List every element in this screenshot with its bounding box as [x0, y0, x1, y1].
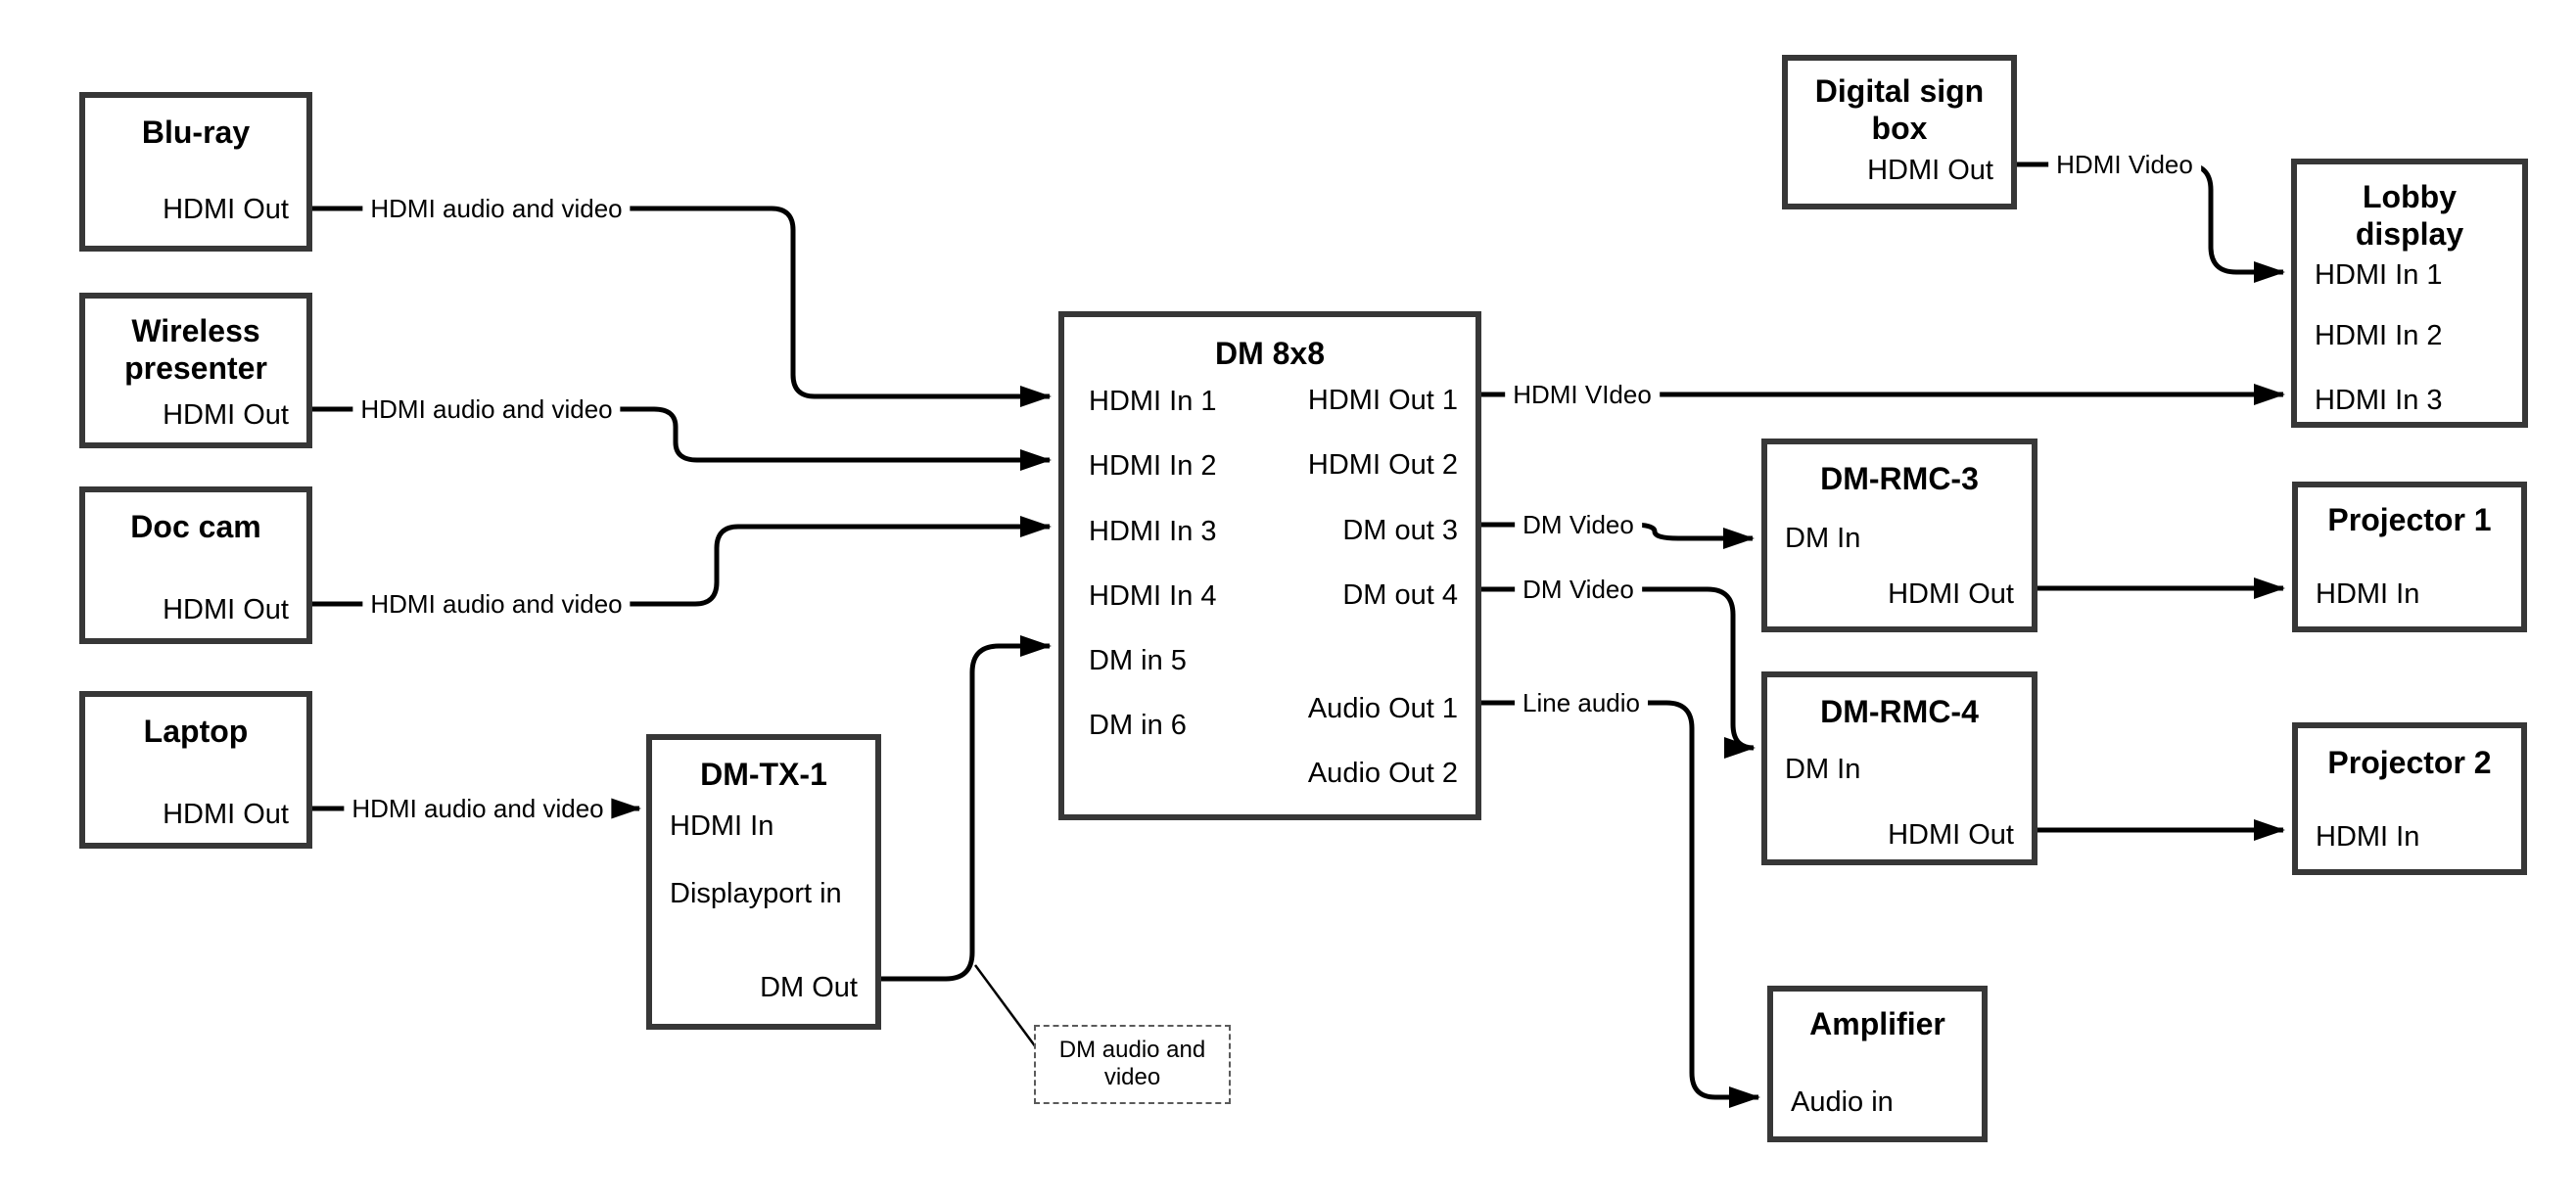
- wire-label-laptop-hdmi-av: HDMI audio and video: [344, 793, 612, 824]
- node-wireless-title-line1: Wireless: [131, 313, 260, 348]
- port-dmtx1-hdmi-in: HDMI In: [670, 810, 774, 842]
- wire-label-bluray-hdmi-av: HDMI audio and video: [362, 193, 631, 224]
- port-lobby-hdmi-in-3: HDMI In 3: [2315, 385, 2443, 416]
- node-laptop: Laptop HDMI Out: [79, 691, 312, 849]
- node-amplifier: Amplifier Audio in: [1767, 986, 1988, 1142]
- wire-label-dm-video-out4: DM Video: [1515, 574, 1642, 605]
- node-proj2-title: Projector 2: [2327, 745, 2492, 780]
- node-bluray-title: Blu-ray: [141, 115, 251, 150]
- port-dm8x8-audio-out-2: Audio Out 2: [1307, 758, 1458, 789]
- node-doccam-title: Doc cam: [130, 509, 261, 544]
- port-proj1-hdmi-in: HDMI In: [2316, 578, 2420, 610]
- port-dm8x8-hdmi-in-3: HDMI In 3: [1089, 516, 1217, 547]
- node-digitalsign-title: Digital sign box: [1788, 72, 2011, 147]
- node-rmc3-title: DM-RMC-3: [1820, 461, 1979, 496]
- port-dm8x8-hdmi-in-2: HDMI In 2: [1089, 450, 1217, 482]
- port-dm8x8-hdmi-in-4: HDMI In 4: [1089, 580, 1217, 612]
- port-bluray-hdmi-out: HDMI Out: [163, 194, 289, 225]
- annotation-line2: video: [1103, 1064, 1161, 1090]
- port-rmc3-dm-in: DM In: [1785, 523, 1861, 554]
- annotation-line1: DM audio and: [1058, 1037, 1206, 1063]
- port-doccam-hdmi-out: HDMI Out: [163, 594, 289, 625]
- node-lobby-title-line2: display: [2355, 216, 2464, 252]
- port-dm8x8-dm-out-3: DM out 3: [1342, 515, 1458, 546]
- wire-label-hdmi-video-out1: HDMI VIdeo: [1505, 379, 1660, 410]
- wire-dm8x8-out4-to-rmc4: [1481, 586, 1756, 759]
- node-wireless-title: Wireless presenter: [85, 312, 306, 387]
- node-bluray: Blu-ray HDMI Out: [79, 92, 312, 252]
- port-dm8x8-dm-in-6: DM in 6: [1089, 710, 1187, 741]
- port-digitalsign-hdmi-out: HDMI Out: [1867, 155, 1993, 186]
- port-proj2-hdmi-in: HDMI In: [2316, 821, 2420, 853]
- node-dm-8x8: DM 8x8 HDMI In 1 HDMI In 2 HDMI In 3 HDM…: [1058, 311, 1481, 820]
- port-rmc4-dm-in: DM In: [1785, 754, 1861, 785]
- port-laptop-hdmi-out: HDMI Out: [163, 799, 289, 830]
- port-dmtx1-displayport-in: Displayport in: [670, 878, 842, 909]
- node-wireless-presenter: Wireless presenter HDMI Out: [79, 293, 312, 448]
- node-proj1-title: Projector 1: [2327, 502, 2492, 537]
- port-dmtx1-dm-out: DM Out: [760, 972, 858, 1003]
- port-dm8x8-hdmi-out-2: HDMI Out 2: [1307, 449, 1458, 481]
- port-rmc3-hdmi-out: HDMI Out: [1888, 578, 2014, 610]
- port-rmc4-hdmi-out: HDMI Out: [1888, 819, 2014, 851]
- port-wireless-hdmi-out: HDMI Out: [163, 399, 289, 431]
- node-lobby-title-line1: Lobby: [2363, 179, 2457, 214]
- wire-label-dm-video-out3: DM Video: [1515, 509, 1642, 540]
- wire-label-doccam-hdmi-av: HDMI audio and video: [362, 588, 631, 620]
- annotation-callout-line: [973, 964, 1038, 1048]
- node-digital-sign-box: Digital sign box HDMI Out: [1782, 55, 2017, 209]
- node-doc-cam: Doc cam HDMI Out: [79, 486, 312, 644]
- wire-dmtx1-dmout-to-dm8x8-in5: [879, 635, 1052, 982]
- node-digitalsign-title-line2: box: [1871, 111, 1928, 146]
- port-lobby-hdmi-in-1: HDMI In 1: [2315, 259, 2443, 291]
- port-dm8x8-dm-in-5: DM in 5: [1089, 645, 1187, 676]
- node-rmc4-title: DM-RMC-4: [1820, 694, 1979, 729]
- node-dm-tx-1: DM-TX-1 HDMI In Displayport in DM Out: [646, 734, 881, 1030]
- annotation-dm-audio-video: DM audio and video: [1034, 1025, 1231, 1104]
- port-dm8x8-hdmi-out-1: HDMI Out 1: [1307, 385, 1458, 416]
- port-dm8x8-hdmi-in-1: HDMI In 1: [1089, 386, 1217, 417]
- port-dm8x8-audio-out-1: Audio Out 1: [1307, 693, 1458, 724]
- node-projector-2: Projector 2 HDMI In: [2292, 722, 2527, 875]
- node-wireless-title-line2: presenter: [124, 350, 267, 386]
- wire-digitalsign-to-lobby-in1: [2017, 162, 2285, 283]
- node-dmtx1-title: DM-TX-1: [700, 757, 827, 792]
- node-lobby-display: Lobby display HDMI In 1 HDMI In 2 HDMI I…: [2291, 159, 2528, 428]
- port-amplifier-audio-in: Audio in: [1791, 1086, 1894, 1118]
- wire-label-wireless-hdmi-av: HDMI audio and video: [352, 393, 621, 425]
- node-dm-rmc-4: DM-RMC-4 DM In HDMI Out: [1761, 671, 2037, 865]
- node-amplifier-title: Amplifier: [1809, 1006, 1945, 1041]
- wire-label-hdmi-video-sign: HDMI Video: [2048, 149, 2201, 180]
- wire-label-line-audio: Line audio: [1515, 687, 1648, 718]
- node-projector-1: Projector 1 HDMI In: [2292, 482, 2527, 632]
- node-lobby-title: Lobby display: [2297, 178, 2522, 253]
- port-dm8x8-dm-out-4: DM out 4: [1342, 579, 1458, 611]
- node-laptop-title: Laptop: [143, 714, 249, 749]
- wire-wireless-to-dm8x8-in2: [312, 406, 1052, 471]
- node-dm8x8-title: DM 8x8: [1214, 336, 1326, 371]
- node-digitalsign-title-line1: Digital sign: [1814, 73, 1985, 109]
- wire-dm8x8-audio1-to-amplifier: [1481, 700, 1760, 1108]
- wire-doccam-to-dm8x8-in3: [312, 516, 1052, 607]
- node-dm-rmc-3: DM-RMC-3 DM In HDMI Out: [1761, 439, 2037, 632]
- port-lobby-hdmi-in-2: HDMI In 2: [2315, 320, 2443, 351]
- wire-bluray-to-dm8x8-in1: [312, 206, 1052, 407]
